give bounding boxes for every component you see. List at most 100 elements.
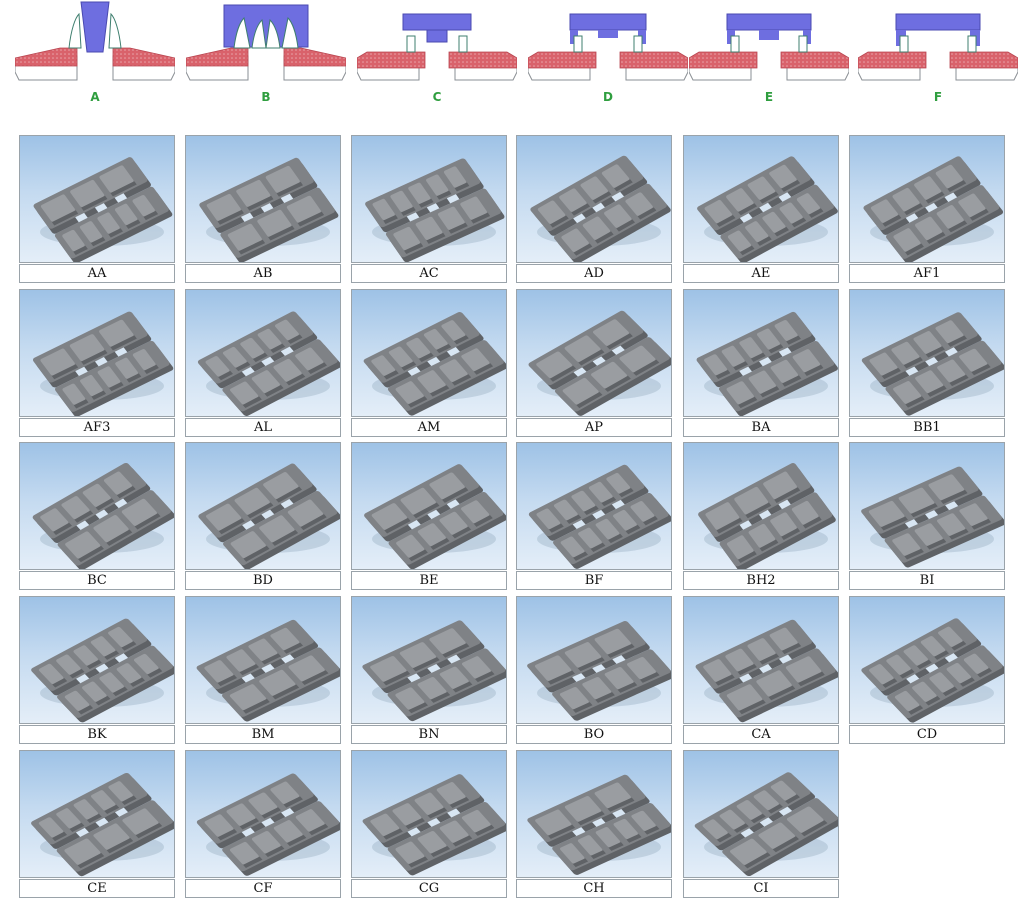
pad-label: BE <box>351 571 507 590</box>
pad-label: BD <box>185 571 341 590</box>
pad-render <box>861 312 1004 416</box>
pad-label: CG <box>351 879 507 898</box>
pad-image <box>351 750 507 878</box>
pad-render <box>362 774 506 876</box>
pad-render <box>698 463 836 569</box>
pad-label: CH <box>516 879 672 898</box>
profile-letter: E <box>764 90 774 104</box>
pad-render <box>199 157 339 262</box>
profile-a: A <box>15 0 175 110</box>
profile-c: C <box>357 0 517 110</box>
pad-image <box>351 289 507 417</box>
pad-label: CF <box>185 879 341 898</box>
pad-render <box>863 156 1004 262</box>
pad-image <box>516 289 672 417</box>
pad-render <box>697 156 838 262</box>
pad-label: BN <box>351 725 507 744</box>
pad-label: CI <box>683 879 839 898</box>
pad-image <box>849 135 1005 263</box>
profile-e-drawing <box>689 13 849 81</box>
pad-label: AF1 <box>849 264 1005 283</box>
pad-label: BO <box>516 725 672 744</box>
pad-render <box>694 772 838 877</box>
pad-render <box>362 620 506 722</box>
pad-image <box>19 596 175 724</box>
pad-label: CD <box>849 725 1005 744</box>
pad-image <box>19 135 175 263</box>
pad-label: AF3 <box>19 418 175 437</box>
pad-label: BH2 <box>683 571 839 590</box>
pad-render <box>33 157 173 262</box>
pad-label: BB1 <box>849 418 1005 437</box>
pad-image <box>516 596 672 724</box>
pad-render <box>527 621 671 721</box>
pad-label: AL <box>185 418 341 437</box>
guide-profile-row: A B C D E F <box>0 0 1024 115</box>
pad-label: BF <box>516 571 672 590</box>
pad-image <box>683 289 839 417</box>
profile-b-drawing <box>186 4 346 81</box>
profile-letter: C <box>432 90 442 104</box>
pad-image <box>516 135 672 263</box>
profile-letter: B <box>261 90 271 104</box>
pad-render <box>364 464 506 569</box>
profile-c-drawing <box>357 13 517 81</box>
pad-label: AP <box>516 418 672 437</box>
pad-render <box>365 158 505 262</box>
pad-image <box>185 289 341 417</box>
pad-render <box>32 462 174 569</box>
pad-render <box>31 772 174 877</box>
pad-image <box>185 442 341 570</box>
pad-render <box>197 311 340 416</box>
pad-image <box>683 596 839 724</box>
pad-image <box>849 442 1005 570</box>
pad-image <box>185 135 341 263</box>
pad-label: AM <box>351 418 507 437</box>
pad-render <box>530 155 671 262</box>
pad-label: BM <box>185 725 341 744</box>
pad-render <box>33 311 174 416</box>
pad-render <box>696 311 838 416</box>
profile-e: E <box>689 0 849 110</box>
pad-render <box>31 618 174 723</box>
pad-label: AC <box>351 264 507 283</box>
pad-render <box>198 463 340 569</box>
pad-render <box>527 774 671 875</box>
pad-image <box>849 289 1005 417</box>
profile-letter: F <box>933 90 943 104</box>
profile-letter: A <box>90 90 100 104</box>
pad-render <box>861 466 1004 568</box>
profile-d: D <box>528 0 688 110</box>
pad-image <box>516 750 672 878</box>
pad-label: BA <box>683 418 839 437</box>
pad-label: AA <box>19 264 175 283</box>
pad-image <box>19 750 175 878</box>
pad-label: BC <box>19 571 175 590</box>
pad-image <box>351 135 507 263</box>
pad-image <box>185 596 341 724</box>
pad-label: BK <box>19 725 175 744</box>
profile-letter: D <box>603 90 613 104</box>
pad-label: CA <box>683 725 839 744</box>
pad-label: AB <box>185 264 341 283</box>
pad-image <box>19 289 175 417</box>
pad-image <box>516 442 672 570</box>
pad-image <box>19 442 175 570</box>
pad-render <box>363 312 506 416</box>
pad-image <box>683 442 839 570</box>
profile-a-drawing <box>15 1 175 81</box>
pad-image <box>351 442 507 570</box>
profile-b: B <box>186 0 346 110</box>
pad-render <box>695 619 838 723</box>
profile-f-drawing <box>858 13 1018 81</box>
pad-label: AE <box>683 264 839 283</box>
pad-image <box>351 596 507 724</box>
pad-render <box>528 464 671 569</box>
pad-image <box>849 596 1005 724</box>
pad-image <box>185 750 341 878</box>
pad-image <box>683 135 839 263</box>
pad-label: CE <box>19 879 175 898</box>
pad-label: AD <box>516 264 672 283</box>
pad-image <box>683 750 839 878</box>
